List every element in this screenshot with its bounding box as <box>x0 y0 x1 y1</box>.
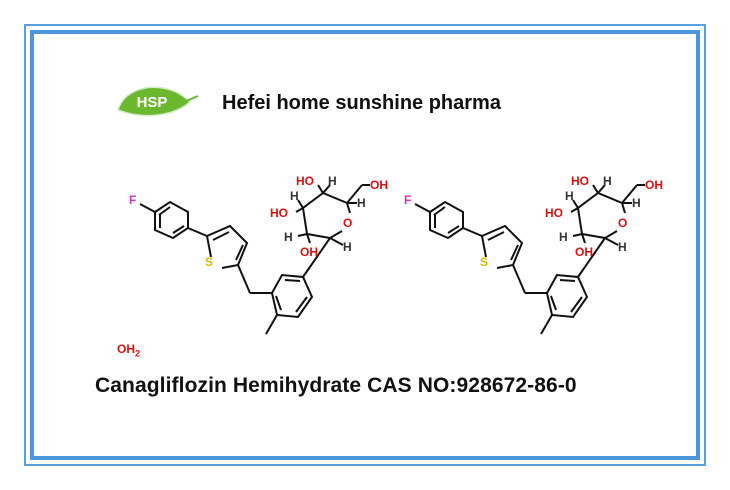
hydroxyl-label: OH <box>300 245 318 259</box>
hydroxyl-label: OH <box>370 178 388 192</box>
hydrogen-label: H <box>328 174 337 188</box>
water-subscript: 2 <box>135 348 141 359</box>
inner-border <box>30 30 700 460</box>
canagliflozin-structure: F S O OH HO HO OH H H H H H <box>129 174 388 335</box>
product-title: Canagliflozin Hemihydrate CAS NO:928672-… <box>95 374 577 397</box>
sulfur-label: S <box>205 255 213 269</box>
hydroxyl-label: HO <box>296 174 314 188</box>
canagliflozin-structure-copy <box>403 173 664 335</box>
company-name: Hefei home sunshine pharma <box>222 92 501 114</box>
logo-text: HSP <box>137 94 168 111</box>
ring-oxygen-label: O <box>343 216 352 230</box>
hydrogen-label: H <box>343 240 352 254</box>
hydrogen-label: H <box>284 230 293 244</box>
hsp-leaf-logo: HSP <box>117 86 199 117</box>
hydrogen-label: H <box>290 189 299 203</box>
hydroxyl-label: HO <box>270 206 288 220</box>
hydrogen-label: H <box>357 196 366 210</box>
water-oh: OH <box>117 342 135 356</box>
fluorine-label: F <box>129 193 136 207</box>
outer-border <box>24 24 706 466</box>
water-formula: OH2 <box>117 342 140 358</box>
